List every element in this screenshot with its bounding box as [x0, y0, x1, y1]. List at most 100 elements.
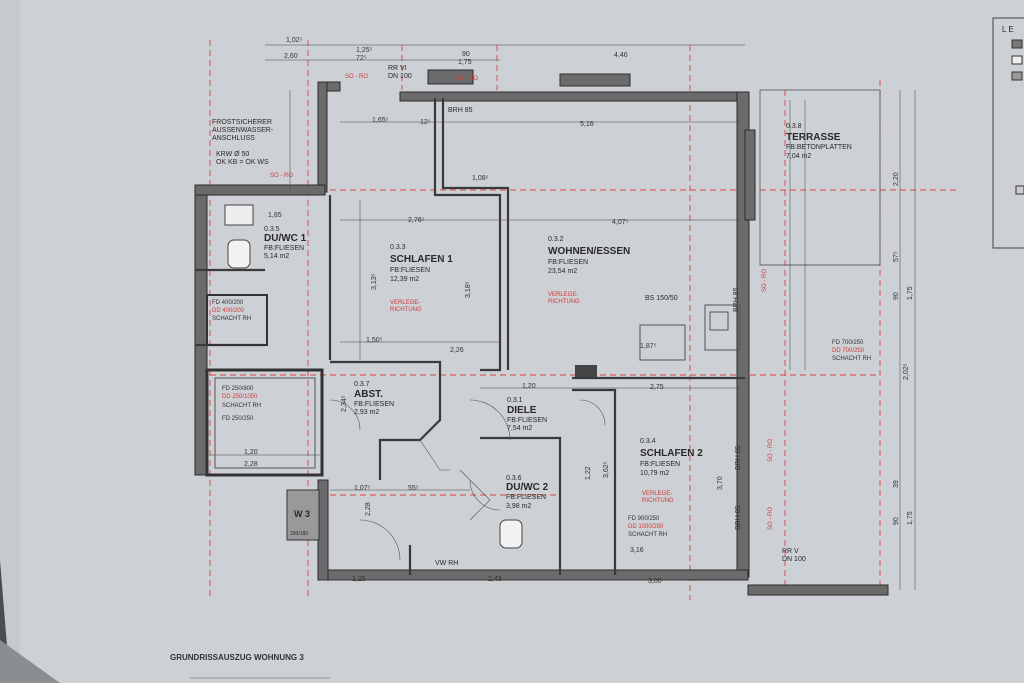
svg-text:5,16: 5,16: [580, 121, 594, 128]
svg-text:1,50⁵: 1,50⁵: [366, 337, 383, 344]
svg-text:0.3.5: 0.3.5: [264, 226, 280, 233]
svg-text:57⁵: 57⁵: [893, 251, 900, 262]
w3-sub: 290/180: [290, 531, 308, 537]
svg-text:2,28: 2,28: [365, 502, 372, 516]
shaft2-sub: FD 250/250: [222, 416, 254, 422]
legend-title: L E: [1002, 25, 1014, 34]
vw-rh-label: VW RH: [435, 560, 458, 567]
svg-text:1,02⁵: 1,02⁵: [286, 37, 303, 44]
svg-text:90: 90: [462, 51, 470, 58]
plan-caption: GRUNDRISSAUSZUG WOHNUNG 3: [170, 653, 304, 662]
svg-text:WOHNEN/ESSEN: WOHNEN/ESSEN: [548, 246, 630, 257]
svg-text:2,02⁵: 2,02⁵: [903, 363, 910, 380]
richtung-label-2: RICHTUNG: [390, 307, 422, 313]
svg-text:4,07⁵: 4,07⁵: [612, 219, 629, 226]
shaft4-fd: FD 900/250: [628, 516, 660, 522]
rr-v-dn: DN 100: [782, 556, 806, 563]
svg-text:0.3.1: 0.3.1: [507, 397, 523, 404]
svg-text:1,75: 1,75: [907, 286, 914, 300]
frost-label-2: AUSSENWASSER-: [212, 127, 274, 134]
room-terrasse: 0.3.8 TERRASSE FB:BETONPLATTEN 7,04 m2: [786, 123, 852, 160]
svg-text:3,70: 3,70: [717, 476, 724, 490]
svg-text:DU/WC 1: DU/WC 1: [264, 233, 307, 244]
svg-text:TERRASSE: TERRASSE: [786, 132, 841, 143]
legend: L E: [992, 17, 1024, 249]
room-abst: 0.3.7 ABST. FB:FLIESEN 2,93 m2: [354, 381, 394, 416]
shaft1-name: SCHACHT RH: [212, 316, 251, 322]
shaft2-dd: DD 250/1050: [222, 394, 258, 400]
rr-top-label: RR VI: [388, 65, 407, 72]
sorq-label-4: SO - RO: [762, 269, 768, 292]
svg-text:FB:FLIESEN: FB:FLIESEN: [548, 259, 588, 266]
svg-text:2,20: 2,20: [893, 172, 900, 186]
svg-text:1,20: 1,20: [522, 383, 536, 390]
verlege-label-3: VERLEGE-: [642, 491, 672, 497]
svg-text:0.3.7: 0.3.7: [354, 381, 370, 388]
svg-text:2,75: 2,75: [650, 384, 664, 391]
bs-label: BS 150/50: [645, 295, 678, 302]
svg-text:7,04 m2: 7,04 m2: [786, 153, 811, 160]
verlege-label-1: VERLEGE-: [548, 292, 578, 298]
svg-text:FB:FLIESEN: FB:FLIESEN: [640, 461, 680, 468]
svg-text:39: 39: [893, 480, 900, 488]
svg-text:1,07⁵: 1,07⁵: [354, 485, 371, 492]
svg-text:2,28: 2,28: [244, 461, 258, 468]
room-schlafen-2: 0.3.4 SCHLAFEN 2 FB:FLIESEN 10,79 m2: [640, 438, 703, 477]
svg-text:3,18⁵: 3,18⁵: [465, 281, 472, 298]
shaft1-dd: DD 400/200: [212, 308, 245, 314]
sorq-label-3: SO - RO: [455, 76, 478, 82]
room-du-wc-2: 0.3.6 DU/WC 2 FB:FLIESEN 3,98 m2: [506, 475, 549, 510]
svg-text:ABST.: ABST.: [354, 389, 383, 400]
svg-text:0.3.2: 0.3.2: [548, 236, 564, 243]
paper-shadow: [0, 640, 60, 683]
room-du-wc-1: 0.3.5 DU/WC 1 FB:FLIESEN 5,14 m2: [264, 226, 307, 260]
svg-text:10,79 m2: 10,79 m2: [640, 470, 669, 477]
dimension-lines: [210, 44, 916, 590]
shaft4-name: SCHACHT RH: [628, 532, 667, 538]
brh-top: BRH 85: [448, 107, 473, 114]
w3-label: W 3: [294, 509, 310, 519]
room-schlafen-1: 0.3.3 SCHLAFEN 1 FB:FLIESEN 12,39 m2: [390, 244, 453, 283]
svg-text:1,20: 1,20: [244, 449, 258, 456]
svg-text:1,85: 1,85: [268, 212, 282, 219]
svg-text:2,76⁵: 2,76⁵: [408, 217, 425, 224]
svg-text:SCHLAFEN 2: SCHLAFEN 2: [640, 448, 703, 459]
rr-v-label: RR V: [782, 548, 799, 555]
annotations: FROSTSICHERER AUSSENWASSER- ANSCHLUSS KR…: [212, 65, 871, 567]
svg-text:2,34⁵: 2,34⁵: [341, 395, 348, 412]
svg-text:4,46: 4,46: [614, 52, 628, 59]
brh-label-1: BRH 85: [735, 445, 742, 470]
svg-text:2,43: 2,43: [488, 576, 502, 583]
svg-text:23,54 m2: 23,54 m2: [548, 268, 577, 275]
svg-text:1,25⁵: 1,25⁵: [356, 47, 373, 54]
svg-text:55⁵: 55⁵: [408, 485, 419, 492]
shaft4-dd: DD 1000/250: [628, 524, 664, 530]
svg-text:0.3.3: 0.3.3: [390, 244, 406, 251]
svg-text:3,62⁵: 3,62⁵: [603, 461, 610, 478]
svg-text:FB:FLIESEN: FB:FLIESEN: [507, 417, 547, 424]
svg-text:FB:FLIESEN: FB:FLIESEN: [264, 245, 304, 252]
paper-sheet-main: [20, 0, 1024, 683]
axis-grid: [200, 40, 960, 600]
shaft2-fd: FD 250/800: [222, 386, 254, 392]
rr-top-dn: DN 100: [388, 73, 412, 80]
frost-label-1: FROSTSICHERER: [212, 119, 272, 126]
svg-text:FB:FLIESEN: FB:FLIESEN: [354, 401, 394, 408]
svg-text:DIELE: DIELE: [507, 405, 537, 416]
svg-text:1,75: 1,75: [907, 511, 914, 525]
svg-text:1,65⁵: 1,65⁵: [372, 117, 389, 124]
svg-text:90: 90: [893, 517, 900, 525]
sorq-label-6: SO - RO: [768, 507, 774, 530]
richtung-label-3: RICHTUNG: [642, 498, 674, 504]
svg-text:1,08⁵: 1,08⁵: [472, 175, 489, 182]
svg-text:2,60: 2,60: [284, 53, 298, 60]
sorq-label-1: SO - RO: [345, 74, 368, 80]
frost-label-3: ANSCHLUSS: [212, 135, 255, 142]
krw-label: KRW Ø 50: [216, 151, 249, 158]
dimension-texts: 1,02⁵ 2,60 1,25⁵ 72⁵ 90 1,75 4,46 1,65⁵ …: [244, 37, 914, 585]
shaft1-fd: FD 400/200: [212, 300, 244, 306]
shaft2-name: SCHACHT RH: [222, 403, 261, 409]
room-wohnen-essen: 0.3.2 WOHNEN/ESSEN FB:FLIESEN 23,54 m2: [548, 236, 630, 275]
sorq-label-5: SO - RO: [768, 439, 774, 462]
walls: [194, 69, 889, 596]
